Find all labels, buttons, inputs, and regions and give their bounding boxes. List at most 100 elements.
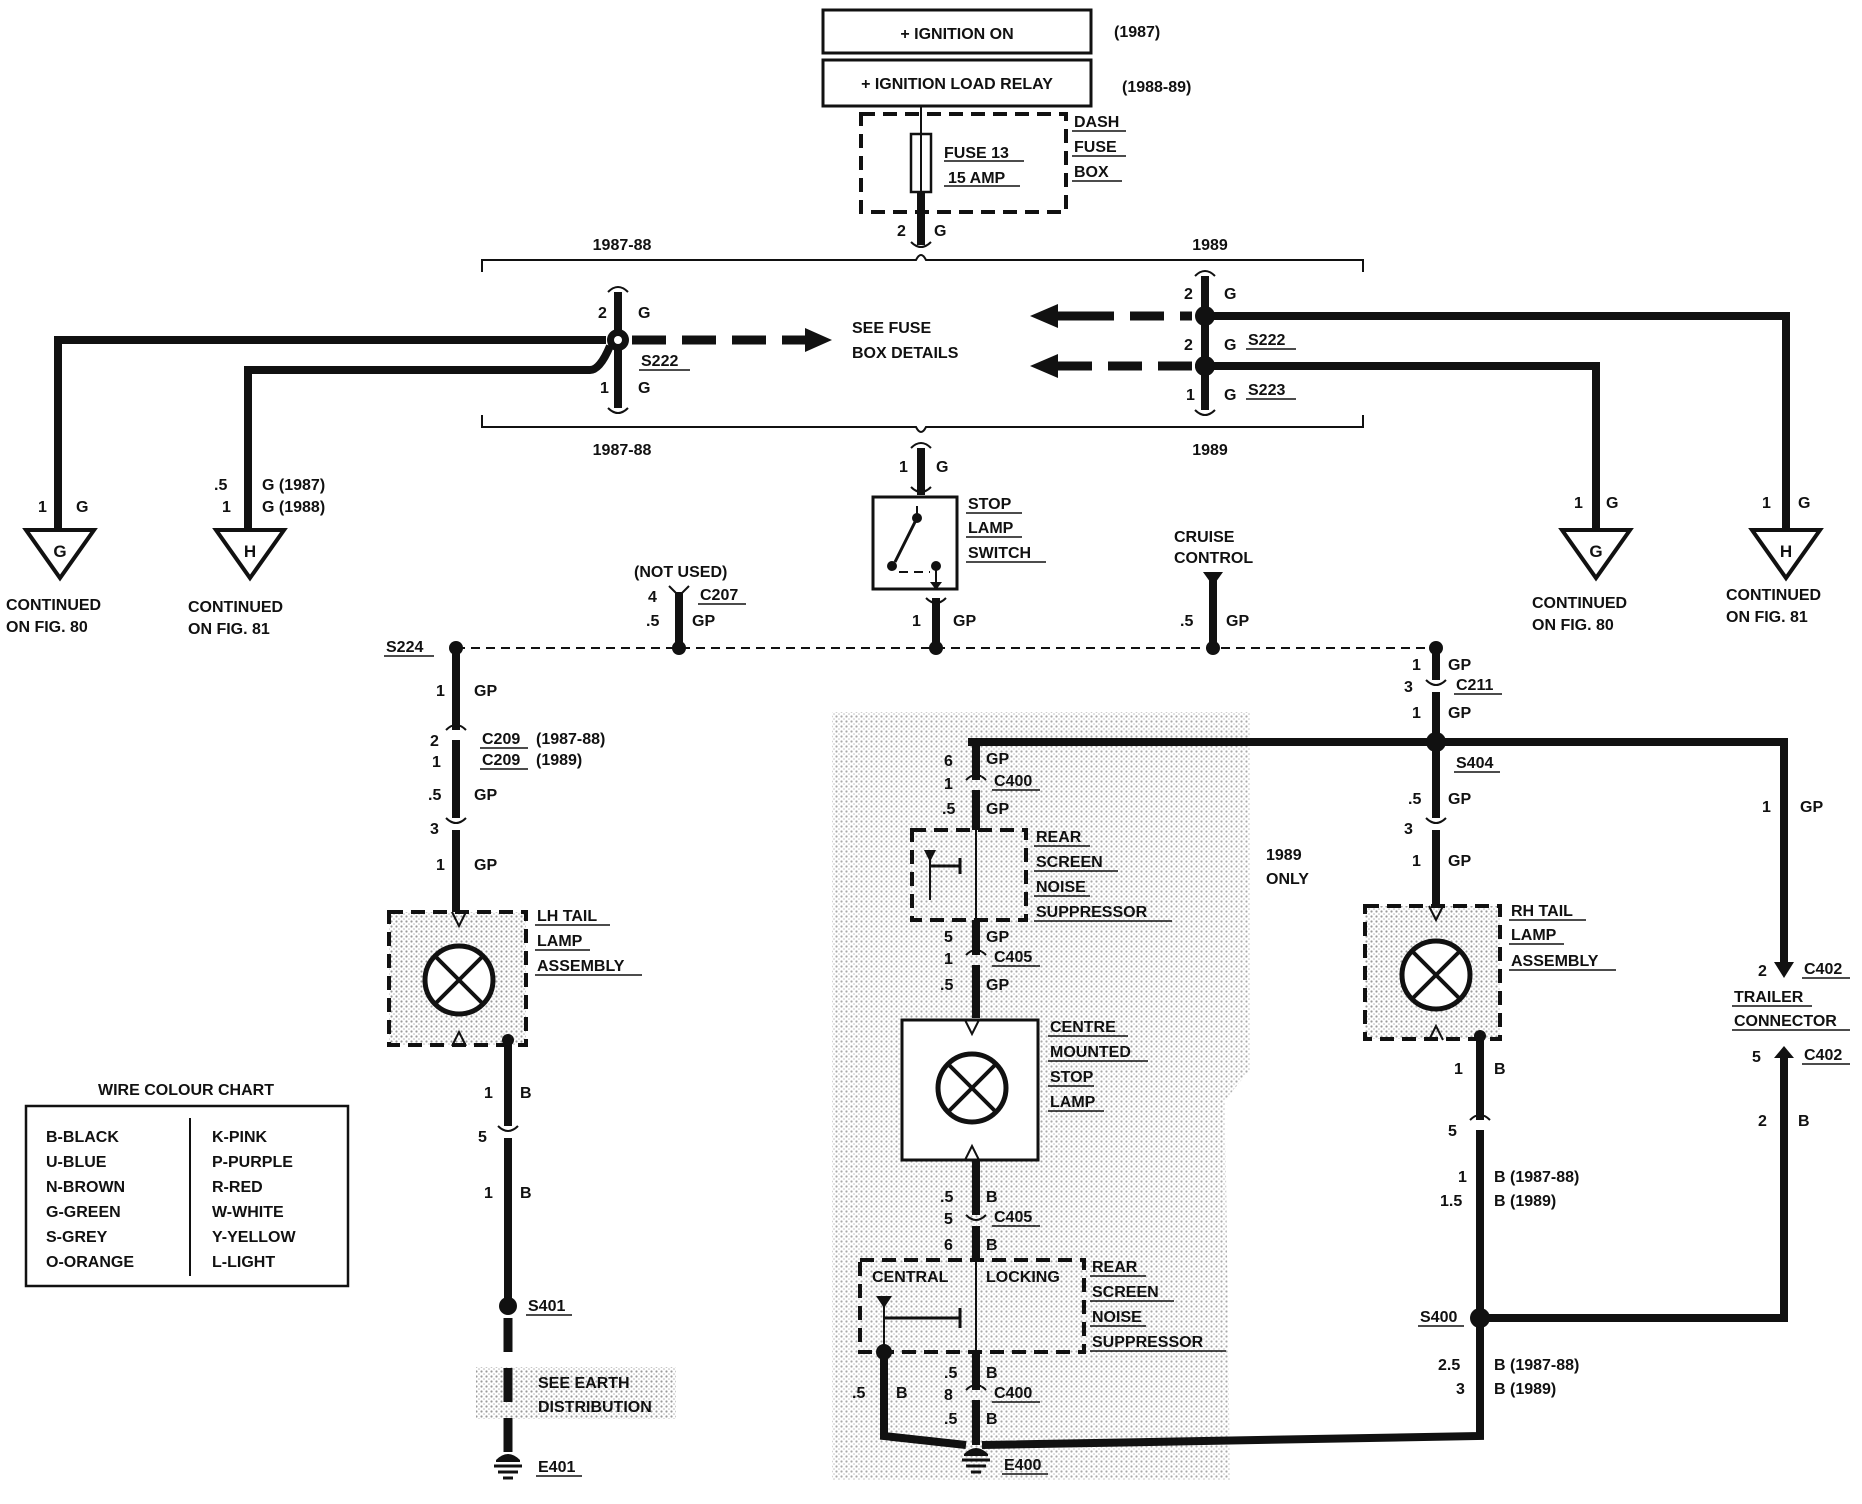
- suppressor-2-label-4: SUPPRESSOR: [1092, 1334, 1204, 1351]
- s222-left-upper-size: 2: [598, 305, 607, 322]
- colour-code: G-GREEN: [46, 1204, 121, 1221]
- rh-w4-colour: GP: [1448, 853, 1471, 870]
- locking-label: LOCKING: [986, 1269, 1060, 1286]
- fuse-rating: 15 AMP: [948, 170, 1006, 187]
- bracket-bottom-left-year: 1987-88: [593, 442, 652, 459]
- trailer-connector-label-2: CONNECTOR: [1734, 1013, 1837, 1030]
- h-left-colour-1: G (1987): [262, 477, 325, 494]
- ignition-load-relay-years: (1988-89): [1122, 79, 1191, 96]
- c209-years-b: (1989): [536, 752, 582, 769]
- c400-top-label: C400: [994, 773, 1032, 790]
- rh-w3-colour: GP: [1448, 791, 1471, 808]
- g-right-fig: ON FIG. 80: [1532, 617, 1614, 634]
- h-left-size-2: 1: [222, 499, 231, 516]
- centre-b3-colour: B: [986, 1365, 998, 1382]
- s401-splice-dot: [499, 1297, 517, 1315]
- c207-label: C207: [700, 587, 738, 604]
- continued-g-left-letter: G: [53, 542, 66, 561]
- rh-b2-colour-a: B (1987-88): [1494, 1169, 1579, 1186]
- c400-pin-1: 1: [944, 776, 953, 793]
- top-year-bracket: [481, 254, 1364, 272]
- c207-pin: 4: [648, 589, 657, 606]
- g-left-size: 1: [38, 499, 47, 516]
- s401-label: S401: [528, 1298, 565, 1315]
- c405-w-size: .5: [940, 977, 953, 994]
- see-details-arrow-left-upper: [1030, 304, 1058, 328]
- c400-bottom-label: C400: [994, 1385, 1032, 1402]
- stop-lamp-switch-label-3: SWITCH: [968, 545, 1031, 562]
- stop-switch-out-colour: GP: [953, 613, 976, 630]
- s404-label: S404: [1456, 755, 1493, 772]
- bracket-bottom-right-year: 1989: [1192, 442, 1228, 459]
- see-details-arrow-left-lower: [1030, 354, 1058, 378]
- 1989-only-shaded-region: [832, 712, 1250, 1480]
- h-left-size-1: .5: [214, 477, 227, 494]
- e401-label: E401: [538, 1459, 575, 1476]
- c209-pin-a: 2: [430, 733, 439, 750]
- h-right-size: 1: [1762, 495, 1771, 512]
- centre-b3-size: .5: [944, 1365, 957, 1382]
- centre-b2-colour: B: [986, 1237, 998, 1254]
- right-upper-colour: G: [1224, 286, 1236, 303]
- suppressor-1-label-1: REAR: [1036, 829, 1082, 846]
- lh-w3-size: 1: [436, 857, 445, 874]
- colour-code: O-ORANGE: [46, 1254, 134, 1271]
- colour-code: N-BROWN: [46, 1179, 125, 1196]
- s223-splice-dot: [1195, 356, 1215, 376]
- trailer-feed-colour: GP: [1800, 799, 1823, 816]
- g-right-size: 1: [1574, 495, 1583, 512]
- rh-tail-lamp-label-2: LAMP: [1511, 927, 1557, 944]
- h-right-continued: CONTINUED: [1726, 587, 1821, 604]
- right-s223-size: 1: [1186, 387, 1195, 404]
- suppressor-1-label-3: NOISE: [1036, 879, 1086, 896]
- ignition-load-relay-label: + IGNITION LOAD RELAY: [861, 76, 1053, 93]
- c209-label-a: C209: [482, 731, 520, 748]
- colour-code: Y-YELLOW: [212, 1229, 296, 1246]
- lh-w4-colour: B: [520, 1085, 532, 1102]
- rh-tail-lamp-label-1: RH TAIL: [1511, 903, 1573, 920]
- colour-code: S-GREY: [46, 1229, 108, 1246]
- c405-pin-b: 5: [944, 1211, 953, 1228]
- suppressor-2-capacitor-icon: [876, 1296, 962, 1352]
- lh-w1-colour: GP: [474, 683, 497, 700]
- right-s222-size: 2: [1184, 337, 1193, 354]
- centre-lamp-bulb-icon: [935, 1019, 1009, 1161]
- g-left-continued: CONTINUED: [6, 597, 101, 614]
- rh-b3-colour-b: B (1989): [1494, 1381, 1556, 1398]
- see-earth-1: SEE EARTH: [538, 1375, 630, 1392]
- rh-w2-colour: GP: [1448, 705, 1471, 722]
- centre-left-size: .5: [852, 1385, 865, 1402]
- bracket-top-right-year: 1989: [1192, 237, 1228, 254]
- s222-right-label: S222: [1248, 332, 1285, 349]
- s223-label: S223: [1248, 382, 1285, 399]
- centre-mounted-stop-lamp: [900, 1018, 1040, 1162]
- c211-label: C211: [1456, 677, 1493, 694]
- c402-pin-bottom: 5: [1752, 1049, 1761, 1066]
- suppressor-2-label-3: NOISE: [1092, 1309, 1142, 1326]
- lh-tail-lamp-label-3: ASSEMBLY: [537, 958, 625, 975]
- lh-tail-lamp-label-2: LAMP: [537, 933, 583, 950]
- g-right-colour: G: [1606, 495, 1618, 512]
- lh-w2-size: .5: [428, 787, 441, 804]
- trailer-feed-size: 1: [1762, 799, 1771, 816]
- continued-h-right: H: [1748, 528, 1824, 582]
- continued-g-left: G: [22, 528, 98, 582]
- lh-w5-size: 1: [484, 1185, 493, 1202]
- c402-pin-top: 2: [1758, 963, 1767, 980]
- rh-pin-3: 3: [1404, 821, 1413, 838]
- centre-lamp-label-4: LAMP: [1050, 1094, 1096, 1111]
- stop-switch-out-size: 1: [912, 613, 921, 630]
- colour-code: R-RED: [212, 1179, 263, 1196]
- rh-tail-lamp-label-3: ASSEMBLY: [1511, 953, 1599, 970]
- suppressor-1-label-4: SUPPRESSOR: [1036, 904, 1148, 921]
- s222-right-splice-top-dot: [1195, 306, 1215, 326]
- c207-colour: GP: [692, 613, 715, 630]
- wire-colour-chart-left-column: B-BLACK U-BLUE N-BROWN G-GREEN S-GREY O-…: [46, 1129, 134, 1271]
- rh-b2-colour-b: B (1989): [1494, 1193, 1556, 1210]
- s222-left-upper-colour: G: [638, 305, 650, 322]
- rh-tail-lamp-box: [1363, 904, 1502, 1041]
- central-label: CENTRAL: [872, 1269, 949, 1286]
- suppressor-1-label-2: SCREEN: [1036, 854, 1103, 871]
- rh-b2-size-a: 1: [1458, 1169, 1467, 1186]
